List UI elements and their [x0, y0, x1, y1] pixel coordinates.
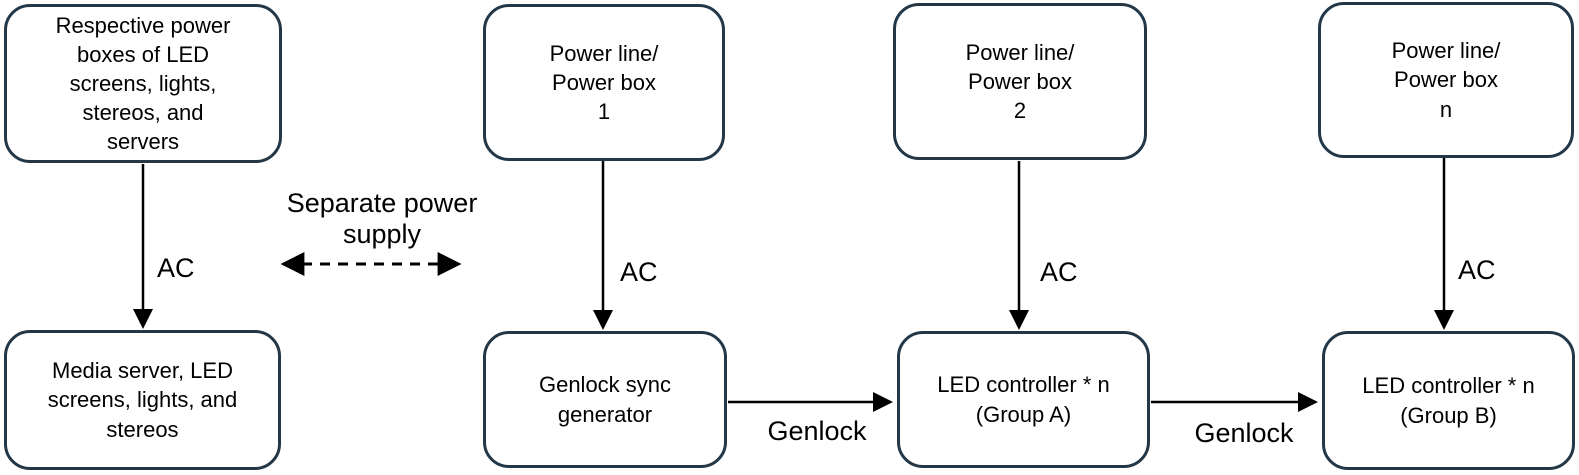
box-power-line-1: Power line/ Power box 1 — [483, 4, 725, 161]
box-media-server-label: Media server, LED screens, lights, and s… — [47, 358, 238, 442]
label-ac-1: AC — [157, 253, 195, 283]
box-led-controller-group-b: LED controller * n (Group B) — [1322, 331, 1575, 470]
label-genlock-1: Genlock — [767, 416, 867, 446]
box-power-line-2-label: Power line/ Power box 2 — [965, 39, 1075, 124]
box-power-line-1-label: Power line/ Power box 1 — [549, 40, 659, 125]
box-power-line-2: Power line/ Power box 2 — [893, 3, 1147, 160]
label-ac-4: AC — [1458, 255, 1496, 285]
box-led-controller-group-b-label: LED controller * n (Group B) — [1362, 373, 1535, 428]
label-separate-power-supply: Separate power supply — [286, 188, 478, 250]
label-genlock-2: Genlock — [1194, 418, 1294, 448]
box-genlock-generator: Genlock sync generator — [483, 331, 727, 468]
box-genlock-generator-label: Genlock sync generator — [538, 372, 672, 427]
box-media-server: Media server, LED screens, lights, and s… — [4, 330, 281, 470]
label-ac-2: AC — [620, 257, 658, 287]
box-power-line-n: Power line/ Power box n — [1318, 2, 1574, 158]
box-power-line-n-label: Power line/ Power box n — [1391, 38, 1501, 122]
box-respective-power-boxes: Respective power boxes of LED screens, l… — [4, 4, 282, 163]
box-respective-power-boxes-label: Respective power boxes of LED screens, l… — [55, 12, 231, 155]
label-ac-3: AC — [1040, 257, 1078, 287]
box-led-controller-group-a-label: LED controller * n (Group A) — [937, 372, 1110, 427]
box-led-controller-group-a: LED controller * n (Group A) — [897, 331, 1150, 468]
